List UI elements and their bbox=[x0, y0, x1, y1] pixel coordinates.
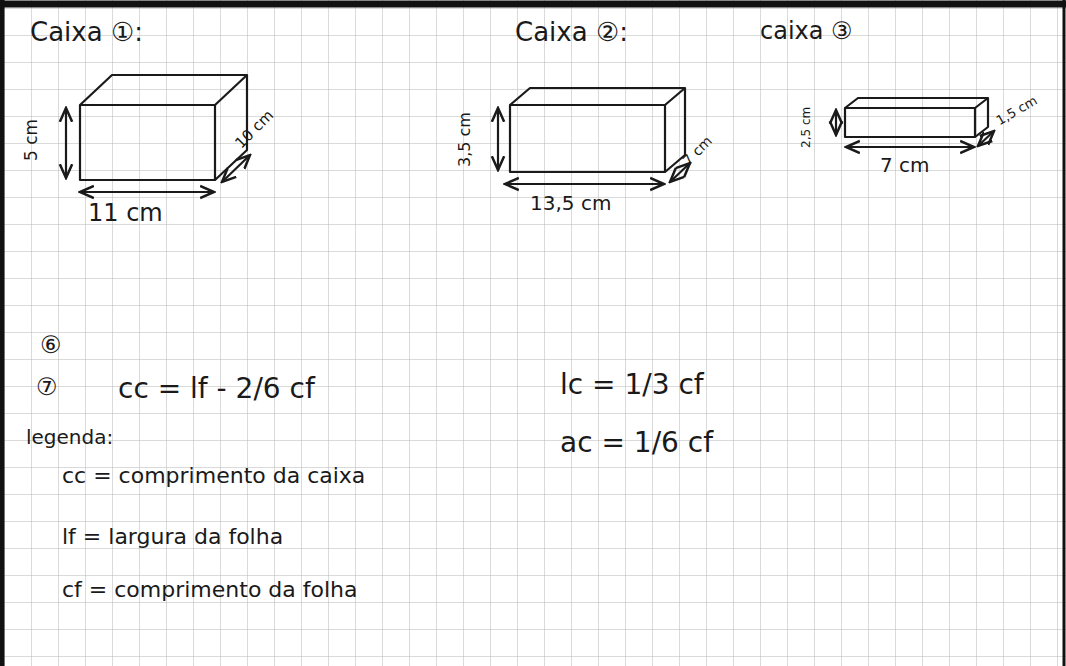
dimension: 5 cm bbox=[22, 119, 41, 161]
exercise-number: ⑦ bbox=[36, 374, 58, 400]
formula: ac = 1/6 cf bbox=[560, 428, 713, 459]
dimension: 7 cm bbox=[880, 154, 930, 176]
box-title: caixa ③ bbox=[760, 18, 853, 44]
dimension: 3,5 cm bbox=[456, 113, 474, 168]
formula: lc = 1/3 cf bbox=[560, 370, 704, 401]
legend-entry: lf = largura da folha bbox=[62, 525, 283, 549]
formula: cc = lf - 2/6 cf bbox=[118, 374, 315, 405]
legend-entry: cc = comprimento da caixa bbox=[62, 464, 365, 488]
legend-heading: legenda: bbox=[26, 426, 113, 448]
box-title: Caixa ①: bbox=[30, 18, 143, 47]
dimension: 11 cm bbox=[88, 200, 163, 226]
box-title: Caixa ②: bbox=[515, 18, 628, 47]
exercise-number: ⑥ bbox=[40, 332, 62, 358]
dimension: 13,5 cm bbox=[530, 192, 611, 214]
dimension: 2,5 cm bbox=[800, 106, 813, 147]
legend-entry: cf = comprimento da folha bbox=[62, 578, 358, 602]
